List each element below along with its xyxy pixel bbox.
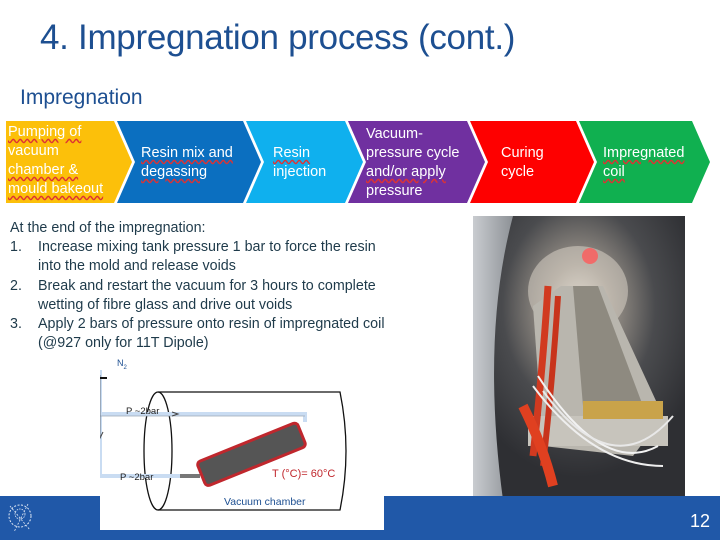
cern-logo-icon [8,503,32,533]
step-3-label: Resin injection [273,145,327,180]
step-2-label: Resin mix and degassing [141,145,233,180]
page-number: 12 [689,511,710,531]
step-6-label: Impregnated coil [603,145,685,180]
step-4-label: Vacuum- pressure cycle and/or apply pres… [366,126,460,199]
notes-item: 3. Apply 2 bars of pressure onto resin o… [10,316,385,352]
notes-list: 1. Increase mixing tank pressure 1 bar t… [10,238,460,353]
section-subtitle: Impregnation [20,86,143,109]
step-1-chevron [6,121,132,203]
photo-illustration [473,216,685,500]
step-4-chevron [348,121,485,203]
step-5-label: Curing cycle [501,145,544,180]
pressure-bottom-label: P ~2bar [120,472,154,483]
gas-label: N2 [117,358,127,371]
pressure-top-label: P ~2bar [126,406,160,417]
process-flow-chevrons [6,121,710,203]
step-6-chevron [579,121,710,203]
temperature-label: T (°C)= 60°C [272,468,336,480]
notes-intro: At the end of the impregnation: [10,220,206,236]
step-1-label: Pumping of vacuum chamber & mould bakeou… [8,124,104,197]
notes-item: 1. Increase mixing tank pressure 1 bar t… [10,239,376,275]
impregnation-notes: At the end of the impregnation: 1. Incre… [10,219,460,353]
process-flow: Pumping of vacuum chamber & mould bakeou… [6,121,710,203]
vacuum-chamber-photo [473,216,685,500]
step-2-chevron [117,121,261,203]
slide-title: 4. Impregnation process (cont.) [40,18,516,57]
impregnation-diagram: N2 P ~2bar P ~2bar T (°C)= 60°C Vacuum c… [93,356,384,530]
chamber-label: Vacuum chamber [224,496,306,508]
step-3-chevron [246,121,363,203]
step-5-chevron [470,121,594,203]
notes-item: 2. Break and restart the vacuum for 3 ho… [10,277,376,313]
